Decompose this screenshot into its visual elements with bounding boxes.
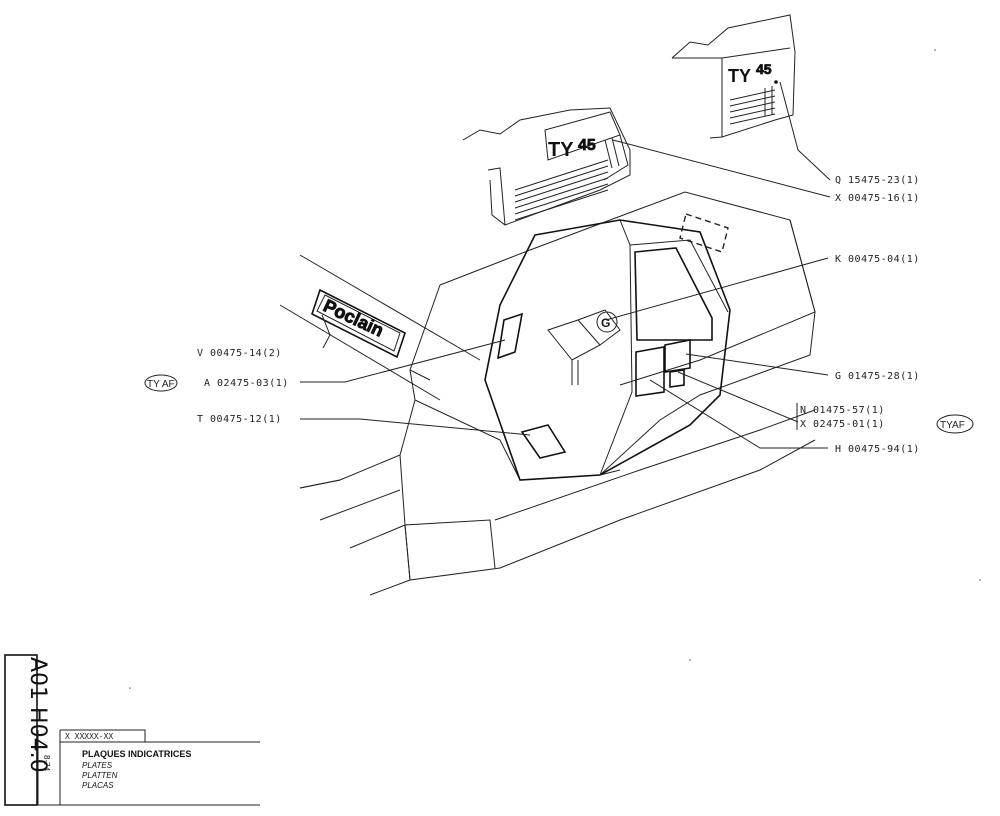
ty45-right-ty: TY [728,66,751,86]
machine-body: G [299,191,816,596]
poclain-logo-text: Poclain [320,295,386,340]
g-badge-letter: G [601,316,610,330]
svg-text:TYAF: TYAF [940,420,965,431]
callout-k: K 00475-04(1) [835,254,920,265]
poclain-plate: Poclain [311,288,406,359]
drawing-code: X XXXXX-XX [65,732,113,741]
callout-n: N 01475-57(1) [800,405,885,416]
ty45-left-num: 45 [578,137,596,154]
tyaf-badge-right: TYAF [936,414,974,434]
callout-h: H 00475-94(1) [835,444,920,455]
callout-x1: X 00475-16(1) [835,193,920,204]
callout-q: Q 15475-23(1) [835,175,920,186]
callout-a: A 02475-03(1) [204,378,289,389]
svg-text:TY AF: TY AF [147,379,175,390]
title-german: PLATTEN [82,771,118,780]
title-spanish: PLACAS [82,781,114,790]
ty45-right-hood-fragment: TY 45 [671,14,796,139]
title-english: PLATES [82,761,113,770]
callout-g: G 01475-28(1) [835,371,920,382]
callout-x2: X 02475-01(1) [800,419,885,430]
callout-t: T 00475-12(1) [197,414,282,425]
ty45-left-ty: TY [548,139,574,161]
tyaf-badge-left: TY AF [144,374,178,392]
title-block: A01 H04.0 8-74 X XXXXX-XX PLAQUES INDICA… [4,654,260,806]
title-french: PLAQUES INDICATRICES [82,749,191,759]
leader-lines [279,81,831,449]
drawing-date: 8-74 [42,755,51,772]
callout-v: V 00475-14(2) [197,348,282,359]
ty45-right-num: 45 [756,61,772,77]
ty45-left-hood-fragment: TY 45 [462,107,631,226]
